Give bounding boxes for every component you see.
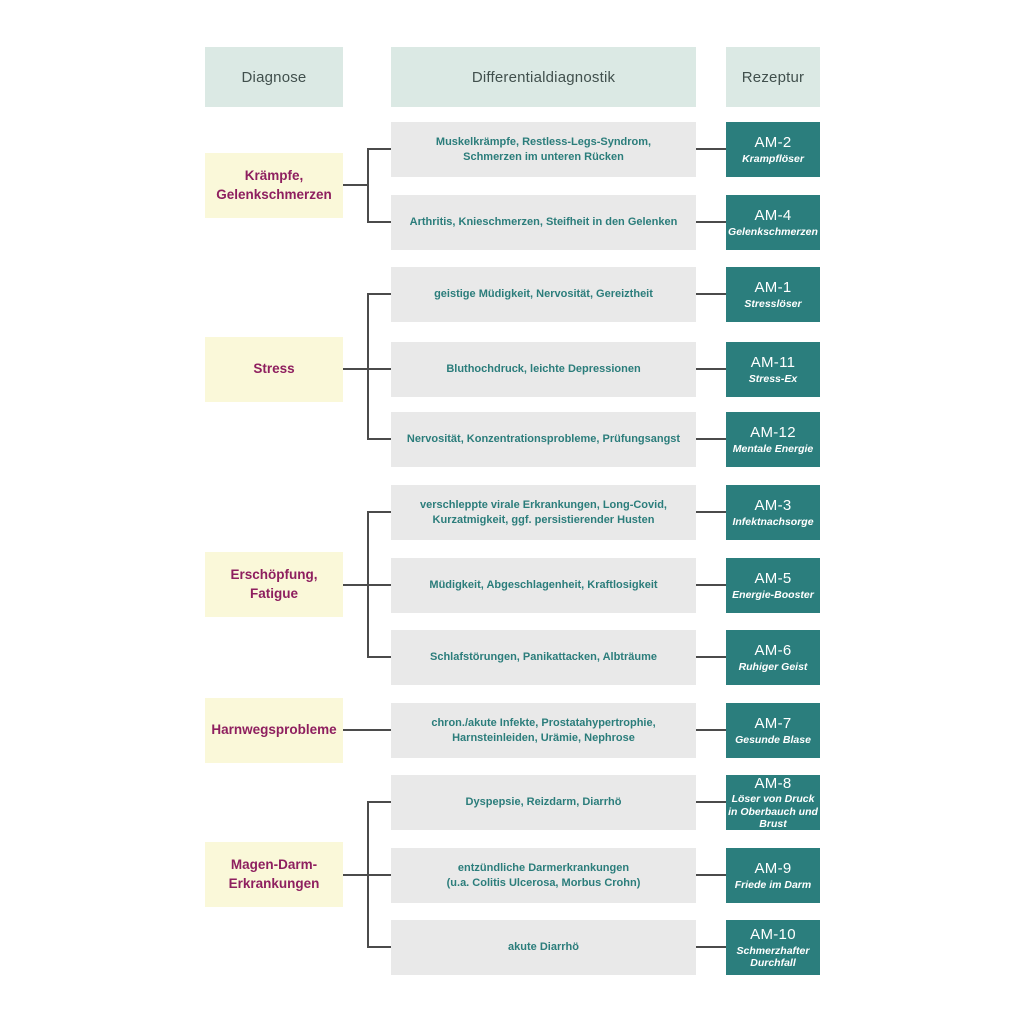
connector-branch-stub: [367, 293, 391, 295]
recipe-box-am-5: AM-5 Energie-Booster: [726, 558, 820, 613]
connector-branch-vertical: [367, 148, 369, 223]
connector-branch-stub: [367, 511, 391, 513]
recipe-box-am-6: AM-6 Ruhiger Geist: [726, 630, 820, 685]
connector-recipe-line: [696, 946, 726, 948]
connector-recipe-line: [696, 584, 726, 586]
connector-recipe-line: [696, 511, 726, 513]
recipe-box-am-2: AM-2 Krampflöser: [726, 122, 820, 177]
recipe-box-am-1: AM-1 Stresslöser: [726, 267, 820, 322]
recipe-code: AM-7: [754, 714, 792, 732]
connector-recipe-line: [696, 148, 726, 150]
differential-box-geistige-muedigkeit: geistige Müdigkeit, Nervosität, Gereizth…: [391, 267, 696, 322]
column-header-diagnose: Diagnose: [205, 47, 343, 107]
differential-box-virale-erkrankungen: verschleppte virale Erkrankungen, Long-C…: [391, 485, 696, 540]
recipe-box-am-11: AM-11 Stress-Ex: [726, 342, 820, 397]
recipe-name: Löser von Druck in Oberbauch und Brust: [728, 793, 818, 831]
differential-box-arthritis: Arthritis, Knieschmerzen, Steifheit in d…: [391, 195, 696, 250]
recipe-code: AM-4: [754, 206, 792, 224]
differential-box-dyspepsie: Dyspepsie, Reizdarm, Diarrhö: [391, 775, 696, 830]
recipe-name: Schmerzhafter Durchfall: [736, 944, 810, 969]
recipe-code: AM-12: [750, 423, 796, 441]
differential-box-muedigkeit: Müdigkeit, Abgeschlagenheit, Kraftlosigk…: [391, 558, 696, 613]
connector-branch-stub: [367, 656, 391, 658]
recipe-box-am-10: AM-10 Schmerzhafter Durchfall: [726, 920, 820, 975]
recipe-name: Gelenkschmerzen: [728, 225, 818, 238]
differential-box-akute-diarrhoe: akute Diarrhö: [391, 920, 696, 975]
connector-recipe-line: [696, 729, 726, 731]
differential-box-muskelkraempfe: Muskelkrämpfe, Restless-Legs-Syndrom, Sc…: [391, 122, 696, 177]
connector-branch-stub: [367, 148, 391, 150]
recipe-box-am-3: AM-3 Infektnachsorge: [726, 485, 820, 540]
differential-box-nervositaet: Nervosität, Konzentrationsprobleme, Prüf…: [391, 412, 696, 467]
recipe-name: Gesunde Blase: [735, 733, 811, 746]
recipe-code: AM-11: [750, 353, 796, 371]
connector-recipe-line: [696, 221, 726, 223]
recipe-code: AM-5: [754, 569, 792, 587]
connector-feed-line: [343, 584, 368, 586]
recipe-name: Mentale Energie: [732, 442, 814, 455]
connector-recipe-line: [696, 874, 726, 876]
recipe-code: AM-9: [754, 859, 792, 877]
connector-feed-line: [343, 184, 368, 186]
recipe-box-am-7: AM-7 Gesunde Blase: [726, 703, 820, 758]
recipe-box-am-9: AM-9 Friede im Darm: [726, 848, 820, 903]
connector-branch-stub: [367, 946, 391, 948]
recipe-code: AM-1: [754, 278, 792, 296]
diagnosis-box-kraempfe-gelenkschmerzen: Krämpfe, Gelenkschmerzen: [205, 153, 343, 218]
connector-recipe-line: [696, 656, 726, 658]
connector-branch-stub: [367, 584, 391, 586]
connector-recipe-line: [696, 293, 726, 295]
diagnosis-box-stress: Stress: [205, 337, 343, 402]
recipe-name: Energie-Booster: [732, 588, 814, 601]
recipe-name: Ruhiger Geist: [738, 660, 808, 673]
recipe-code: AM-3: [754, 496, 792, 514]
connector-branch-stub: [367, 801, 391, 803]
connector-feed-line: [343, 874, 368, 876]
differential-box-darmerkrankungen: entzündliche Darmerkrankungen (u.a. Coli…: [391, 848, 696, 903]
recipe-box-am-8: AM-8 Löser von Druck in Oberbauch und Br…: [726, 775, 820, 830]
connector-recipe-line: [696, 368, 726, 370]
recipe-code: AM-2: [754, 133, 792, 151]
connector-branch-stub: [367, 874, 391, 876]
diagnosis-box-magen-darm: Magen-Darm- Erkrankungen: [205, 842, 343, 907]
recipe-name: Stresslöser: [744, 297, 802, 310]
connector-recipe-line: [696, 801, 726, 803]
diagnosis-box-erschoepfung-fatigue: Erschöpfung, Fatigue: [205, 552, 343, 617]
recipe-code: AM-10: [750, 925, 796, 943]
column-header-rezeptur: Rezeptur: [726, 47, 820, 107]
diagnosis-box-harnwegsprobleme: Harnwegsprobleme: [205, 698, 343, 763]
connector-branch-vertical: [367, 293, 369, 440]
recipe-name: Stress-Ex: [748, 372, 798, 385]
differential-box-schlafstoerungen: Schlafstörungen, Panikattacken, Albträum…: [391, 630, 696, 685]
recipe-box-am-4: AM-4 Gelenkschmerzen: [726, 195, 820, 250]
recipe-name: Friede im Darm: [734, 878, 812, 891]
connector-branch-stub: [367, 368, 391, 370]
connector-branch-stub: [367, 438, 391, 440]
differential-box-infekte: chron./akute Infekte, Prostatahypertroph…: [391, 703, 696, 758]
differential-box-bluthochdruck: Bluthochdruck, leichte Depressionen: [391, 342, 696, 397]
recipe-name: Krampflöser: [742, 152, 804, 165]
recipe-code: AM-8: [754, 774, 792, 792]
connector-feed-line: [343, 368, 368, 370]
recipe-code: AM-6: [754, 641, 792, 659]
connector-branch-stub: [367, 221, 391, 223]
connector-recipe-line: [696, 438, 726, 440]
connector-feed-line: [343, 729, 391, 731]
column-header-differentialdiagnostik: Differentialdiagnostik: [391, 47, 696, 107]
recipe-box-am-12: AM-12 Mentale Energie: [726, 412, 820, 467]
recipe-name: Infektnachsorge: [732, 515, 814, 528]
